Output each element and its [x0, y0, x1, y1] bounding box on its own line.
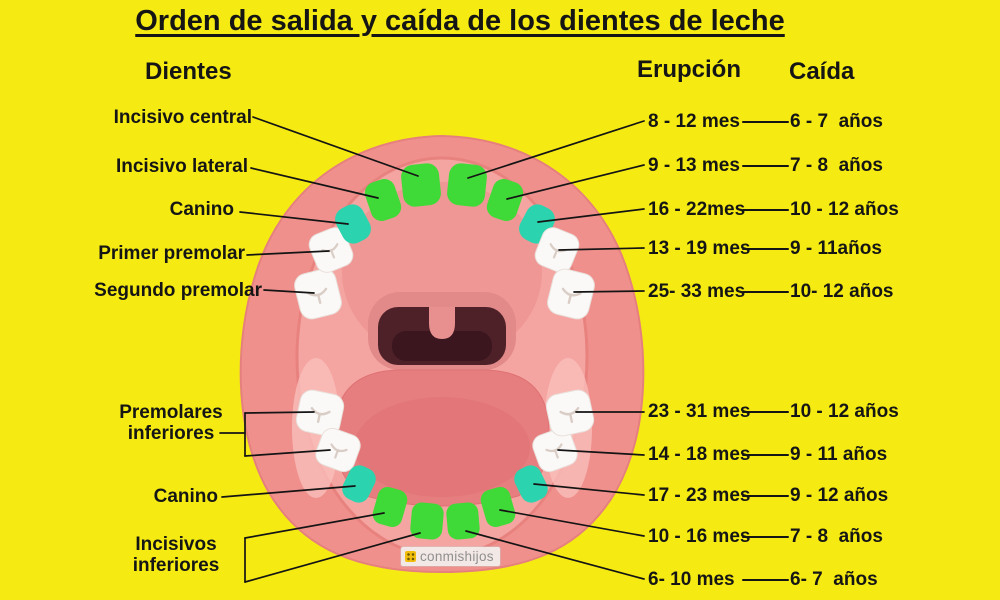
label-premolares-inferiores: Premolares inferiores [119, 402, 223, 444]
tooth-upper-lateral-incisor-right [486, 179, 524, 221]
tooth-lower-second-premolar-right [545, 389, 595, 437]
tooth-upper-central-incisor-left [401, 163, 441, 207]
eruption-value: 25- 33 mes [648, 281, 746, 302]
tooth-upper-second-premolar-left [294, 268, 342, 320]
label-canino-superior: Canino [169, 199, 234, 220]
fall-value: 10 - 12 años [790, 199, 899, 220]
watermark-text: conmishijos [420, 549, 494, 564]
eruption-value: 8 - 12 mes [648, 111, 740, 132]
eruption-value: 13 - 19 mes [648, 238, 751, 259]
tooth-upper-canine-left [335, 204, 371, 244]
fall-value: 9 - 11 años [790, 444, 888, 465]
tooth-lower-central-incisor-left [410, 502, 444, 540]
tooth-lower-lateral-incisor-right [480, 486, 516, 528]
column-header-erupcion: Erupción [637, 56, 742, 83]
tooth-lower-first-premolar-right [532, 427, 578, 473]
eruption-value: 16 - 22mes [648, 199, 746, 220]
label-primer-premolar: Primer premolar [98, 243, 245, 264]
fall-value: 6 - 7 años [790, 111, 883, 132]
eruption-value: 23 - 31 mes [648, 401, 751, 422]
tongue-center [354, 397, 530, 497]
upper-teeth [294, 163, 595, 320]
column-header-dientes: Dientes [145, 58, 232, 85]
label-incisivo-lateral: Incisivo lateral [115, 156, 248, 177]
tooth-lower-second-premolar-left [295, 389, 345, 437]
fall-value: 10- 12 años [790, 281, 894, 302]
eruption-value: 17 - 23 mes [648, 485, 751, 506]
tooth-lower-lateral-incisor-left [372, 486, 408, 528]
tooth-upper-first-premolar-left [308, 227, 354, 273]
leader-lines [219, 116, 645, 583]
lower-teeth [295, 389, 595, 540]
label-incisivos-inferiores: Incisivos inferiores [132, 534, 220, 576]
label-segundo-premolar: Segundo premolar [94, 280, 262, 301]
uvula [429, 307, 455, 339]
tooth-lower-canine-right [514, 465, 548, 503]
column-header-caida: Caída [789, 58, 855, 85]
page-title: Orden de salida y caída de los dientes d… [135, 5, 785, 37]
tooth-lower-central-incisor-right [446, 502, 480, 540]
tooth-lower-canine-left [342, 465, 376, 503]
label-incisivo-central: Incisivo central [113, 107, 252, 128]
column-divider-dashes [742, 121, 789, 581]
fall-value: 6- 7 años [790, 569, 878, 590]
fall-value: 10 - 12 años [790, 401, 899, 422]
fall-value: 7 - 8 años [790, 155, 883, 176]
fall-value: 7 - 8 años [790, 526, 883, 547]
eruption-value: 6- 10 mes [648, 569, 735, 590]
fall-value: 9 - 11años [790, 238, 882, 259]
throat-deep [392, 331, 492, 361]
tooth-upper-central-incisor-right [447, 163, 487, 207]
watermark: conmishijos [401, 547, 500, 566]
dots-grid-icon [405, 551, 416, 562]
fall-value: 9 - 12 años [790, 485, 889, 506]
tooth-upper-second-premolar-right [547, 268, 595, 320]
eruption-value: 10 - 16 mes [648, 526, 751, 547]
label-canino-inferior: Canino [153, 486, 218, 507]
eruption-value: 9 - 13 mes [648, 155, 740, 176]
eruption-value: 14 - 18 mes [648, 444, 751, 465]
tooth-lower-first-premolar-left [315, 427, 361, 473]
tooth-upper-lateral-incisor-left [364, 179, 402, 221]
